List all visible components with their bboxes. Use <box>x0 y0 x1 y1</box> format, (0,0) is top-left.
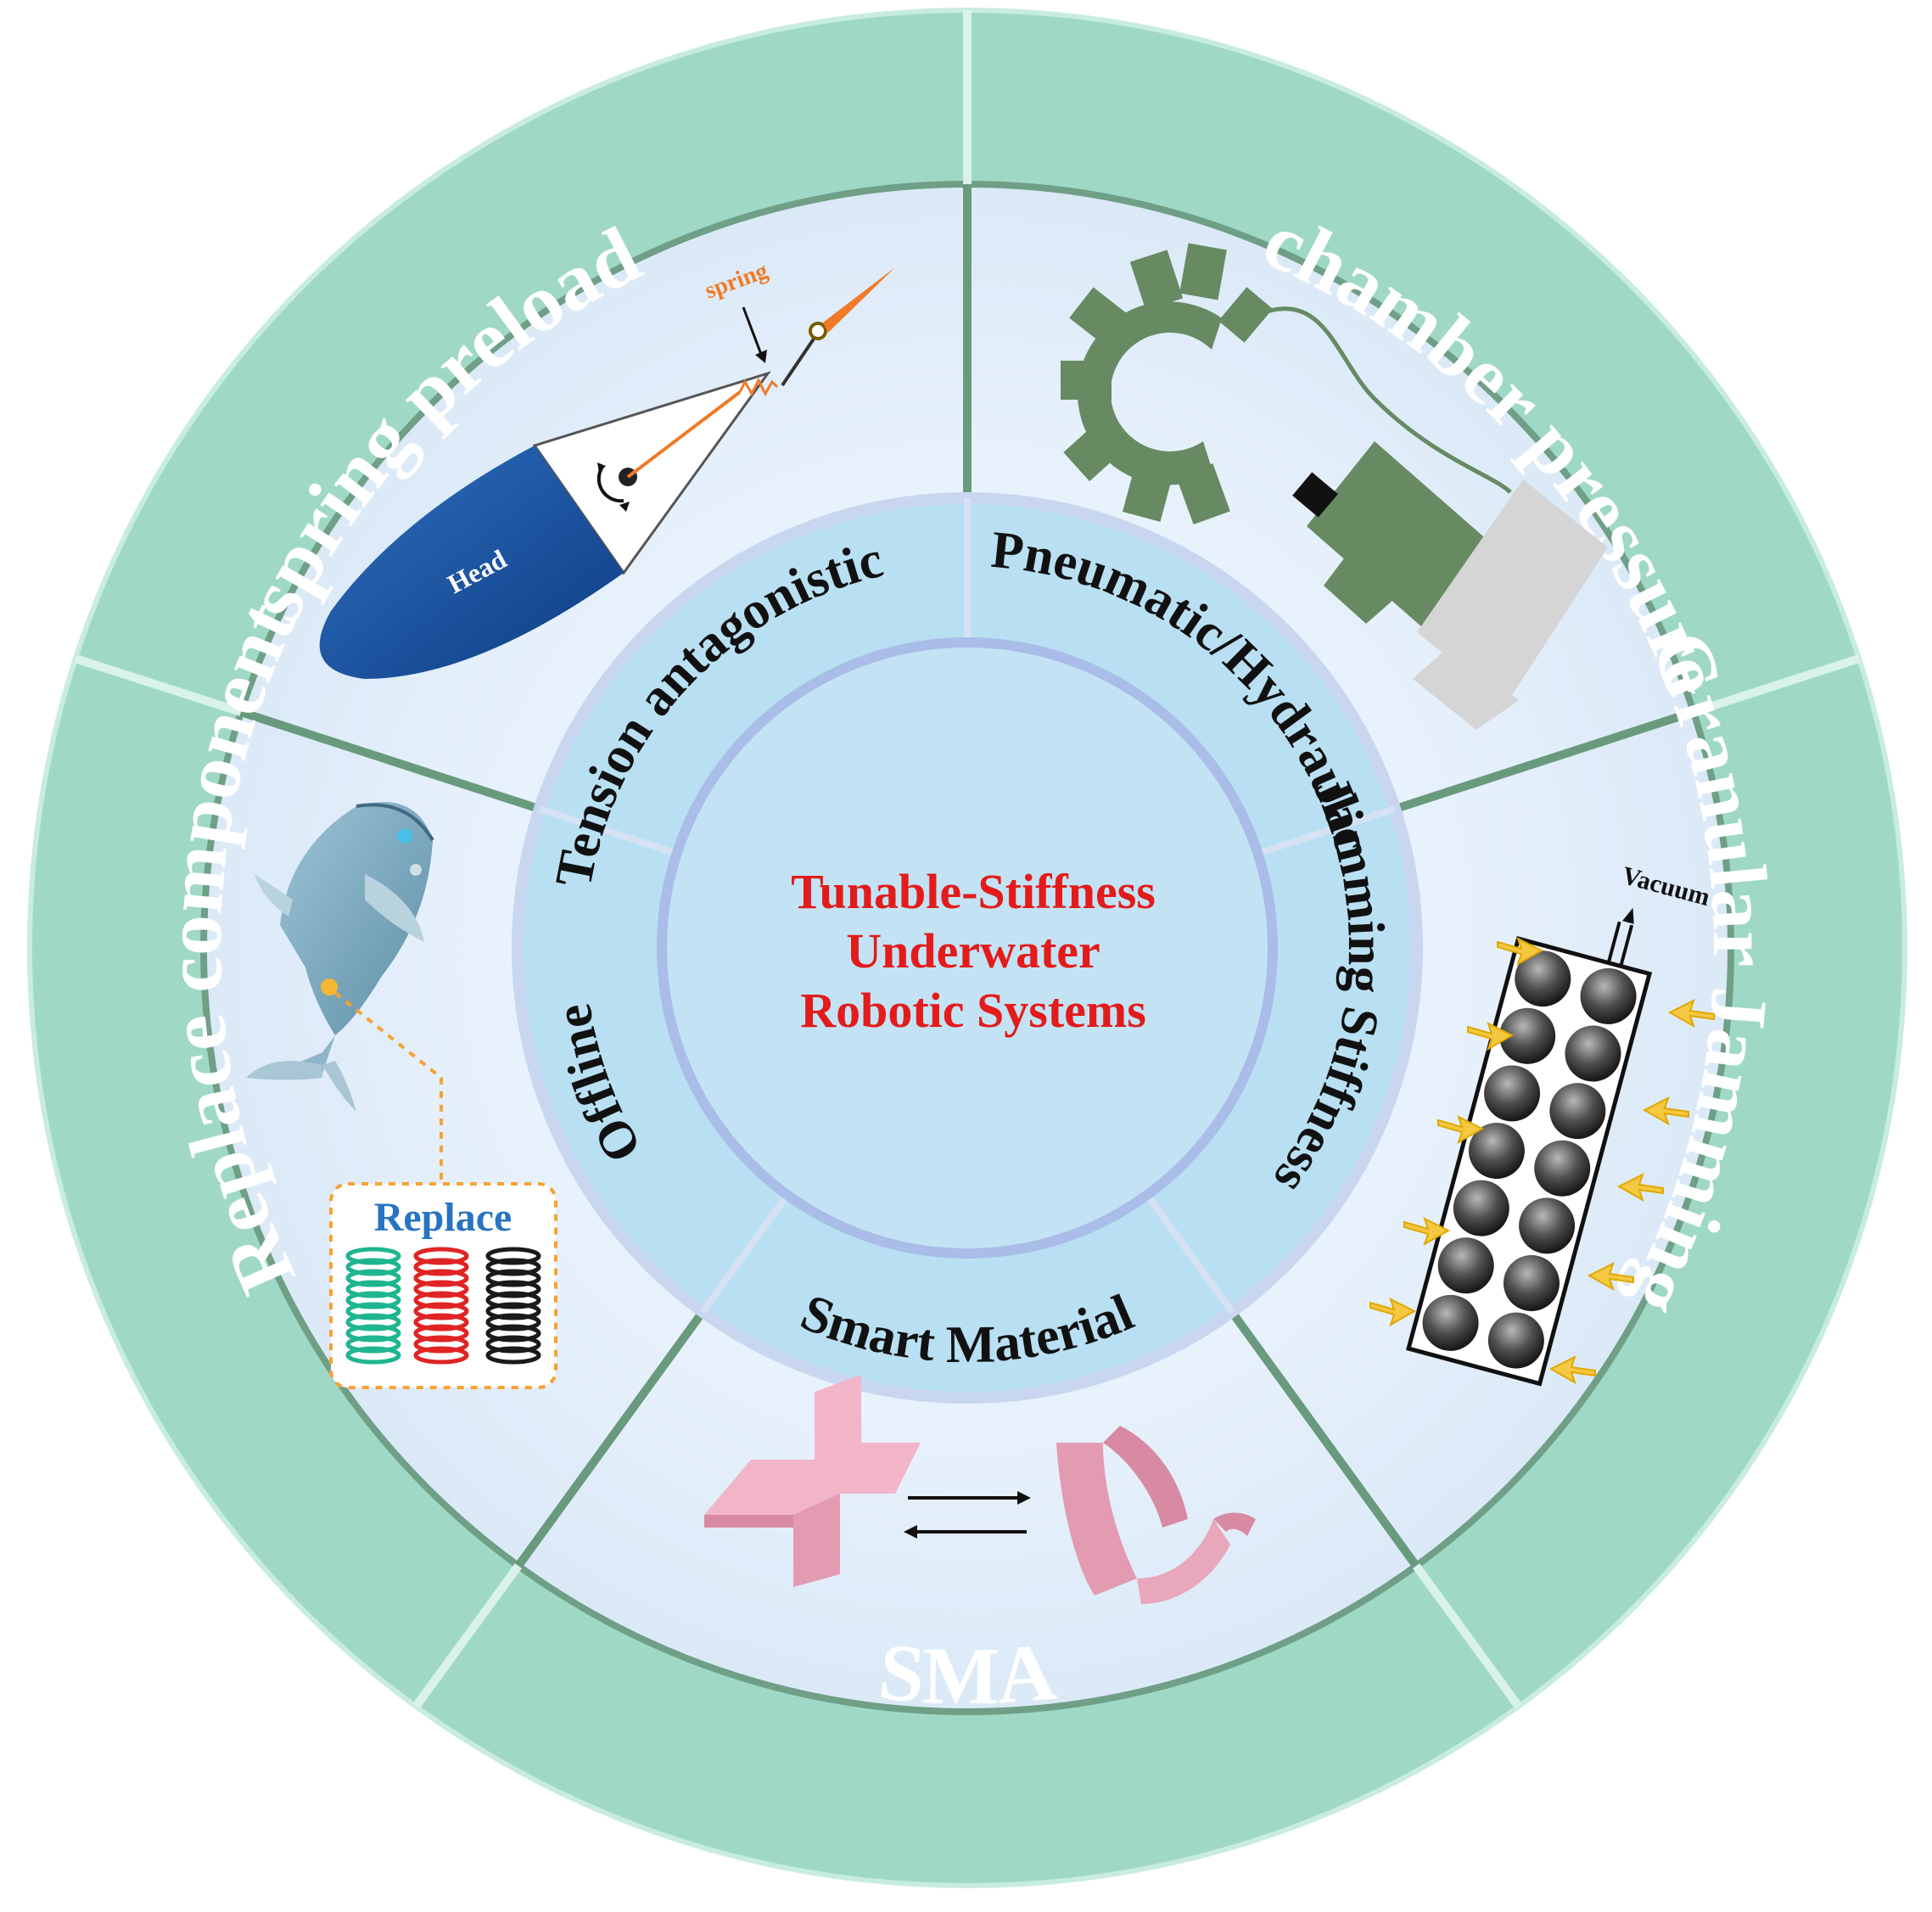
coil-spring-turn <box>485 1258 541 1276</box>
coil-spring-turn <box>345 1335 401 1354</box>
arrow-right-icon <box>1017 1491 1031 1505</box>
granule <box>1565 1025 1621 1082</box>
coil-spring-turn <box>413 1258 469 1276</box>
granule <box>1487 1312 1544 1369</box>
coil-spring-turn <box>485 1346 541 1365</box>
middle-dividers <box>538 498 1397 1315</box>
granule <box>1519 1197 1576 1254</box>
granule <box>1534 1140 1591 1197</box>
replace-illustration: Replace <box>246 802 557 1389</box>
gear-icon <box>1061 243 1274 525</box>
cross-icon <box>704 1375 921 1587</box>
sma-illustration <box>704 1375 1256 1604</box>
granule <box>1580 967 1637 1024</box>
bent-shape-icon <box>1056 1426 1256 1604</box>
coil-spring-turn <box>345 1269 401 1287</box>
coil-spring-turn <box>345 1258 401 1276</box>
coil-spring-turn <box>413 1280 469 1298</box>
granule <box>1468 1123 1525 1180</box>
coil-spring-turn <box>485 1335 541 1354</box>
coil-spring-turn <box>413 1302 469 1320</box>
arrow-down-icon <box>755 350 767 363</box>
spring-coils <box>345 1247 541 1365</box>
pneumatic-illustration <box>1061 243 1608 730</box>
granule <box>1437 1237 1494 1294</box>
center-title-line-3: Robotic Systems <box>800 983 1146 1038</box>
coil-spring-turn <box>485 1324 541 1343</box>
granular-balls <box>1422 950 1637 1369</box>
robot-fish-icon <box>246 802 434 1112</box>
coil-spring-turn <box>485 1313 541 1332</box>
replace-label: Replace <box>374 1195 512 1240</box>
coil-spring-turn <box>485 1269 541 1287</box>
granule <box>1422 1294 1479 1351</box>
joint-marker <box>321 978 338 995</box>
granule <box>1503 1254 1560 1311</box>
fish-head-shape <box>319 446 624 679</box>
granule <box>1484 1065 1541 1122</box>
center-title-line-2: Underwater <box>846 923 1100 978</box>
coil-spring-turn <box>485 1302 541 1320</box>
granule <box>1453 1180 1509 1236</box>
outer-dividers <box>74 10 1861 1709</box>
center-title-line-1: Tunable-Stiffness <box>791 864 1156 919</box>
coil-spring-turn <box>413 1291 469 1309</box>
granular-illustration: Vacuum <box>1369 861 1715 1387</box>
outer-label-sma: SMA <box>876 1625 1059 1721</box>
coil-spring-turn <box>413 1247 469 1265</box>
arrow-left-icon <box>904 1525 917 1539</box>
coil-spring-turn <box>345 1247 401 1265</box>
coil-spring-turn <box>485 1291 541 1309</box>
granule <box>1515 950 1571 1007</box>
coil-spring-turn <box>413 1324 469 1343</box>
coil-spring-turn <box>345 1324 401 1343</box>
coil-spring-turn <box>413 1269 469 1287</box>
coil-spring-turn <box>413 1335 469 1354</box>
arrow-up-icon <box>1622 907 1634 924</box>
granule <box>1499 1007 1556 1064</box>
coil-spring-turn <box>345 1280 401 1298</box>
coil-spring-turn <box>345 1346 401 1365</box>
coil-spring-turn <box>345 1291 401 1309</box>
fin-icon <box>823 267 895 333</box>
center-disc <box>657 637 1278 1259</box>
valve-icon <box>1292 441 1608 730</box>
pressure-arrows <box>1369 937 1715 1385</box>
coil-spring-turn <box>485 1247 541 1265</box>
coil-spring-turn <box>345 1313 401 1332</box>
coil-spring-turn <box>413 1313 469 1332</box>
coil-spring-turn <box>345 1302 401 1320</box>
coil-spring-turn <box>485 1280 541 1298</box>
granule <box>1549 1083 1606 1140</box>
coil-spring-turn <box>413 1346 469 1365</box>
